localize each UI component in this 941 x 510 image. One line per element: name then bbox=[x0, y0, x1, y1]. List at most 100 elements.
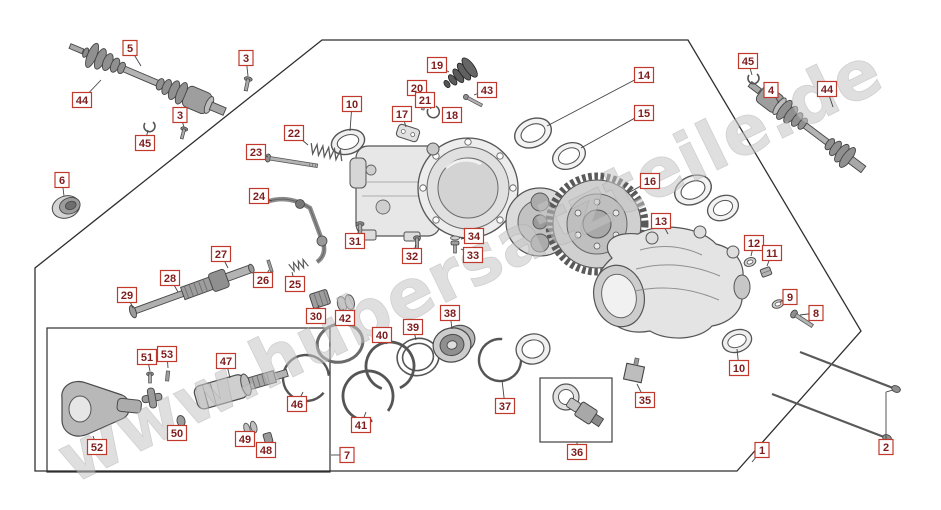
part-snap-ring-45-right bbox=[747, 73, 760, 85]
part-label-2[interactable]: 2 bbox=[878, 438, 894, 456]
part-label-3[interactable]: 3 bbox=[238, 49, 254, 67]
part-label-38[interactable]: 38 bbox=[439, 304, 461, 322]
part-label-20[interactable]: 20 bbox=[406, 79, 428, 97]
part-front-housing bbox=[349, 137, 519, 242]
part-label-36[interactable]: 36 bbox=[566, 443, 588, 461]
part-washers-42 bbox=[336, 294, 355, 312]
part-label-39[interactable]: 39 bbox=[402, 318, 424, 336]
part-label-10[interactable]: 10 bbox=[728, 359, 750, 377]
part-label-28[interactable]: 28 bbox=[159, 269, 181, 287]
part-label-10[interactable]: 10 bbox=[341, 95, 363, 113]
svg-text:17: 17 bbox=[396, 109, 408, 121]
part-label-11[interactable]: 11 bbox=[761, 244, 783, 262]
part-label-51[interactable]: 51 bbox=[136, 348, 158, 366]
part-label-29[interactable]: 29 bbox=[116, 286, 138, 304]
svg-text:12: 12 bbox=[748, 238, 760, 250]
part-label-5[interactable]: 5 bbox=[122, 39, 138, 57]
part-label-12[interactable]: 12 bbox=[743, 234, 765, 252]
part-output-shaft-27 bbox=[128, 263, 255, 319]
svg-text:14: 14 bbox=[638, 70, 651, 82]
svg-text:45: 45 bbox=[742, 56, 754, 68]
part-label-16[interactable]: 16 bbox=[639, 172, 661, 190]
part-label-17[interactable]: 17 bbox=[391, 105, 413, 123]
part-label-48[interactable]: 48 bbox=[255, 441, 277, 459]
part-label-42[interactable]: 42 bbox=[334, 309, 356, 327]
svg-text:51: 51 bbox=[141, 352, 153, 364]
part-label-6[interactable]: 6 bbox=[54, 171, 70, 189]
part-label-44[interactable]: 44 bbox=[71, 91, 93, 109]
part-bolt-32 bbox=[413, 235, 421, 250]
svg-text:13: 13 bbox=[655, 216, 667, 228]
part-plate-17 bbox=[395, 123, 421, 143]
part-bearing-15 bbox=[552, 142, 586, 170]
part-label-34[interactable]: 34 bbox=[463, 227, 485, 245]
part-label-35[interactable]: 35 bbox=[634, 391, 656, 409]
part-prop-joint-47 bbox=[193, 368, 289, 410]
part-label-31[interactable]: 31 bbox=[344, 232, 366, 250]
part-label-26[interactable]: 26 bbox=[252, 271, 274, 289]
part-label-32[interactable]: 32 bbox=[401, 247, 423, 265]
part-label-45[interactable]: 45 bbox=[134, 134, 156, 152]
part-differential-gears bbox=[505, 172, 649, 276]
part-label-1[interactable]: 1 bbox=[754, 441, 770, 459]
part-label-33[interactable]: 33 bbox=[462, 246, 484, 264]
svg-text:7: 7 bbox=[344, 450, 350, 462]
part-label-40[interactable]: 40 bbox=[371, 326, 393, 344]
part-label-30[interactable]: 30 bbox=[305, 307, 327, 325]
part-cv-axle-left bbox=[68, 42, 227, 116]
part-label-4[interactable]: 4 bbox=[763, 81, 779, 99]
part-label-13[interactable]: 13 bbox=[650, 212, 672, 230]
part-label-50[interactable]: 50 bbox=[166, 424, 188, 442]
part-label-14[interactable]: 14 bbox=[633, 66, 655, 84]
part-label-25[interactable]: 25 bbox=[284, 275, 306, 293]
part-label-3[interactable]: 3 bbox=[172, 106, 188, 124]
part-label-24[interactable]: 24 bbox=[248, 187, 270, 205]
part-circlip-46 bbox=[281, 353, 331, 403]
part-label-18[interactable]: 18 bbox=[441, 106, 463, 124]
part-label-23[interactable]: 23 bbox=[245, 143, 267, 161]
svg-text:35: 35 bbox=[639, 395, 651, 407]
svg-text:18: 18 bbox=[446, 110, 458, 122]
part-label-49[interactable]: 49 bbox=[234, 430, 256, 448]
part-label-21[interactable]: 21 bbox=[414, 91, 436, 109]
svg-text:49: 49 bbox=[239, 434, 251, 446]
part-pin-43 bbox=[463, 94, 484, 108]
part-bearing-10-right bbox=[721, 328, 753, 354]
part-label-19[interactable]: 19 bbox=[426, 56, 448, 74]
svg-text:40: 40 bbox=[376, 330, 388, 342]
svg-text:44: 44 bbox=[821, 84, 834, 96]
part-spring-22 bbox=[310, 142, 343, 162]
part-label-27[interactable]: 27 bbox=[210, 245, 232, 263]
part-speed-sensor-36 bbox=[552, 383, 605, 428]
part-label-53[interactable]: 53 bbox=[156, 345, 178, 363]
part-label-9[interactable]: 9 bbox=[782, 288, 798, 306]
part-label-52[interactable]: 52 bbox=[86, 438, 108, 456]
part-label-8[interactable]: 8 bbox=[808, 304, 824, 322]
part-piston-38 bbox=[432, 324, 476, 363]
part-yoke-52 bbox=[61, 380, 142, 437]
part-bearing-right-a bbox=[674, 174, 712, 206]
part-bolt-23 bbox=[264, 153, 319, 169]
svg-text:9: 9 bbox=[787, 292, 793, 304]
part-label-7[interactable]: 7 bbox=[339, 446, 355, 464]
svg-text:8: 8 bbox=[813, 308, 819, 320]
svg-text:46: 46 bbox=[291, 399, 303, 411]
part-label-44[interactable]: 44 bbox=[816, 80, 838, 98]
part-label-46[interactable]: 46 bbox=[286, 395, 308, 413]
part-label-15[interactable]: 15 bbox=[633, 104, 655, 122]
part-label-43[interactable]: 43 bbox=[476, 81, 498, 99]
part-label-41[interactable]: 41 bbox=[350, 416, 372, 434]
svg-text:3: 3 bbox=[243, 53, 249, 65]
part-label-22[interactable]: 22 bbox=[283, 124, 305, 142]
part-ujoint-cross bbox=[141, 387, 163, 409]
svg-text:47: 47 bbox=[220, 356, 232, 368]
svg-text:36: 36 bbox=[571, 447, 583, 459]
svg-text:38: 38 bbox=[444, 308, 456, 320]
diagram-outer-border bbox=[34, 39, 862, 472]
part-label-47[interactable]: 47 bbox=[215, 352, 237, 370]
part-label-37[interactable]: 37 bbox=[494, 397, 516, 415]
part-label-45[interactable]: 45 bbox=[737, 52, 759, 70]
